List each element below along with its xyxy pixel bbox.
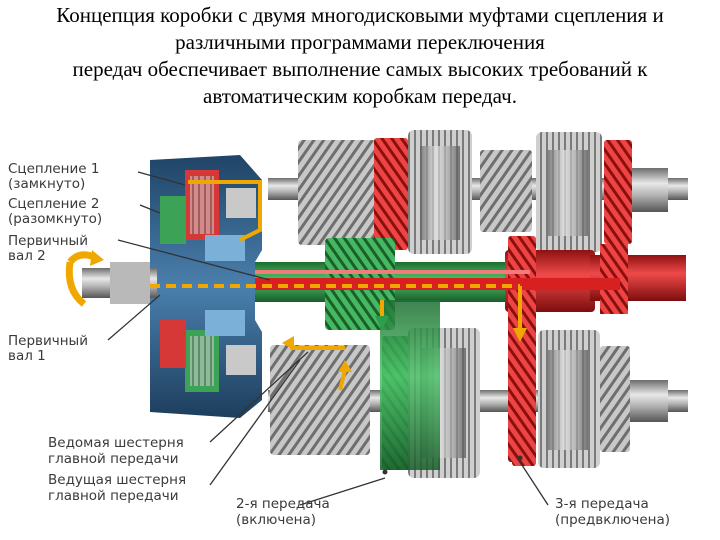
upper-layshaft	[268, 130, 688, 254]
flow-arrow-icon	[282, 336, 294, 350]
label-gear-3-state: (предвключена)	[555, 512, 670, 528]
lower-layshaft	[268, 328, 688, 478]
label-driven-final-gear: Ведомая шестерня	[48, 435, 184, 451]
label-input-shaft-1: Первичный	[8, 333, 88, 349]
power-flow	[150, 180, 522, 391]
label-input-shaft-2: Первичный	[8, 233, 88, 249]
label-gear-3: 3-я передача	[555, 496, 649, 512]
label-gear-2-state: (включена)	[236, 512, 316, 528]
label-clutch-2-state: (разомкнуто)	[8, 211, 102, 227]
label-gear-2: 2-я передача	[236, 496, 330, 512]
label-drive-final-gear-2: главной передачи	[48, 488, 178, 504]
flow-arrow-icon	[375, 316, 389, 330]
label-clutch-1-state: (замкнуто)	[8, 176, 85, 192]
input-shaft	[65, 250, 157, 307]
label-clutch-2: Сцепление 2	[8, 196, 99, 212]
caption-line-4: автоматическим коробкам передач.	[203, 84, 517, 108]
flow-arrow-icon	[513, 328, 527, 342]
label-input-shaft-1-num: вал 1	[8, 348, 46, 364]
caption: Концепция коробки с двумя многодисковыми…	[0, 2, 720, 110]
flow-arrow-icon	[338, 360, 352, 372]
label-input-shaft-2-num: вал 2	[8, 248, 46, 264]
label-driven-final-gear-2: главной передачи	[48, 451, 178, 467]
caption-line-3: передач обеспечивает выполнение самых вы…	[72, 57, 648, 81]
label-drive-final-gear: Ведущая шестерня	[48, 472, 186, 488]
leader-lines	[107, 171, 549, 506]
caption-line-2: различными программами переключения	[175, 30, 545, 54]
label-clutch-1: Сцепление 1	[8, 161, 99, 177]
caption-line-1: Концепция коробки с двумя многодисковыми…	[56, 3, 664, 27]
